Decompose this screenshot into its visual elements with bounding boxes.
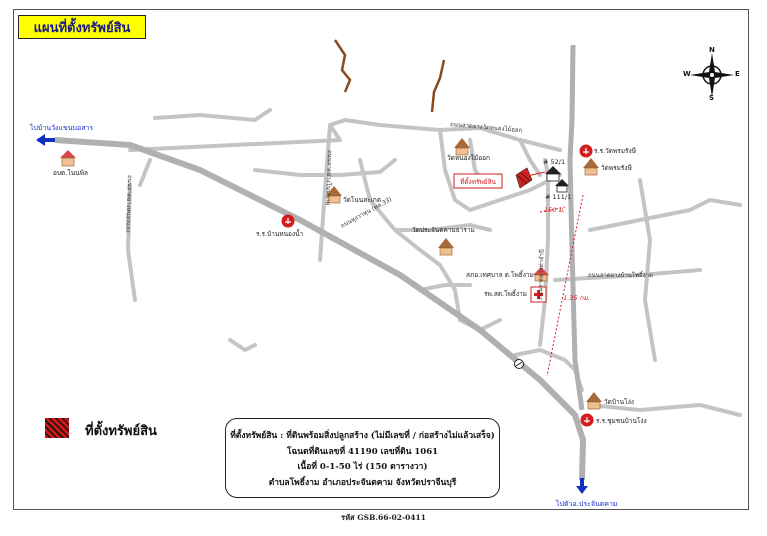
- temple-bankhoi-icon: [586, 392, 602, 410]
- property-callout-box: [453, 173, 503, 189]
- info-line-3: เนื้อที่ 0-1-50 ไร่ (150 ตารางวา): [297, 462, 428, 472]
- temple-nongsaket-label: วัดโนนสะเกต: [343, 196, 381, 204]
- map-title: แผนที่ตั้งทรัพย์สิน: [18, 15, 146, 39]
- property-pointer: [526, 171, 546, 177]
- minor-roads: [126, 108, 742, 417]
- road-left-label: ถนนลาดยางหนองแสง: [124, 175, 133, 233]
- school-wangnam-label: ร.ร.บ้านหนองน้ำ: [256, 229, 304, 238]
- compass-n: N: [709, 46, 715, 54]
- legend-label: ที่ตั้งทรัพย์สิน: [85, 424, 157, 439]
- road-mid-label: ถนนลาดยางโนนขาม: [324, 150, 334, 206]
- temple-phrom-label: วัดพรมรังษี: [601, 164, 633, 172]
- vertical-main-road: [567, 44, 585, 411]
- school-watphrom-label: ร.ร.วัดพรมรังษี: [594, 147, 637, 155]
- distance-135km-label: 1.35 กม.: [563, 294, 590, 302]
- temple-nongsai-icon: [454, 138, 470, 156]
- compass-e: E: [735, 70, 740, 78]
- office-tambon-icon: [60, 150, 76, 167]
- house-111-icon: [555, 179, 569, 193]
- direction-left-label: ไปบ้านวังแขนบอสาร: [29, 123, 93, 132]
- house-number-52: # 52/1: [543, 158, 565, 166]
- compass-letters: N S E W: [683, 46, 741, 104]
- distance-150m-label: 150 ม.: [544, 206, 565, 214]
- road-top-label: ถนนลาดยางวัดหนองไม้ออก: [450, 120, 523, 134]
- road-right-vertical-label: ถนนลาดยางท่าจำปี: [536, 249, 546, 300]
- info-line-4: ตำบลโพธิ์งาม อำเภอประจันตคาม จังหวัดปราจ…: [268, 477, 457, 488]
- distance-line-long: [546, 194, 584, 377]
- school-wangnam-icon: [281, 214, 295, 228]
- property-info-box: ที่ตั้งทรัพย์สิน : ที่ดินพร้อมสิ่งปลูกสร…: [225, 418, 500, 498]
- document-code: รหัส GSB.66-02-0411: [341, 513, 426, 522]
- arrowhead-down-icon: [576, 486, 588, 494]
- compass-s: S: [709, 94, 715, 102]
- direction-bottom-label: ไปตัวอ.ประจันตคาม: [555, 499, 618, 508]
- highway-road: [54, 137, 586, 481]
- distance-line-short: [539, 206, 566, 213]
- compass-w: W: [683, 70, 691, 78]
- office-tambon-label: อบต.โนนพิล: [53, 169, 88, 177]
- hospital-icon: [530, 286, 547, 303]
- compass-rose-icon: [690, 53, 734, 97]
- temple-phrom-icon: [583, 158, 599, 176]
- temple-prachan-icon: [438, 238, 454, 256]
- property-callout-label: ที่ตั้งทรัพย์สิน: [460, 177, 497, 186]
- house-number-111: # 111/1: [545, 193, 571, 201]
- highway-shield-icon: [514, 359, 524, 369]
- police-station-icon: [533, 267, 549, 282]
- creek-right: [430, 59, 446, 113]
- hospital-label: รพ.สต.โพธิ์งาม: [484, 289, 527, 298]
- legend-swatch: [45, 418, 69, 438]
- temple-nongsaket-icon: [326, 186, 342, 204]
- school-watphrom-icon: [579, 144, 593, 158]
- info-line-2: โฉนดที่ดินเลขที่ 41190 เลขที่ดิน 1061: [286, 446, 439, 457]
- info-line-1: ที่ตั้งทรัพย์สิน : ที่ดินพร้อมสิ่งปลูกสร…: [230, 431, 495, 441]
- temple-nongsai-label: วัดหนองไม้ออก: [447, 154, 490, 162]
- temple-bankhoi-label: วัดบ้านโง่ง: [604, 398, 634, 406]
- school-bankhoi-icon: [580, 413, 594, 427]
- school-bankhoi-label: ร.ร.ชุมชนบ้านโง่ง: [596, 417, 647, 425]
- house-52-icon: [545, 166, 561, 182]
- police-label: สภอ.เทศบาล ต.โพธิ์งาม: [466, 270, 534, 279]
- map-frame: [13, 9, 749, 510]
- road-right-horizontal-label: ถนนลาดยางบ้านโพธิ์งาม: [588, 270, 653, 279]
- creek-left: [333, 39, 352, 93]
- arrowhead-left-icon: [36, 134, 45, 146]
- temple-prachan-label: วัดประจันตคามธาราม: [412, 226, 475, 234]
- property-marker-icon: [515, 167, 533, 189]
